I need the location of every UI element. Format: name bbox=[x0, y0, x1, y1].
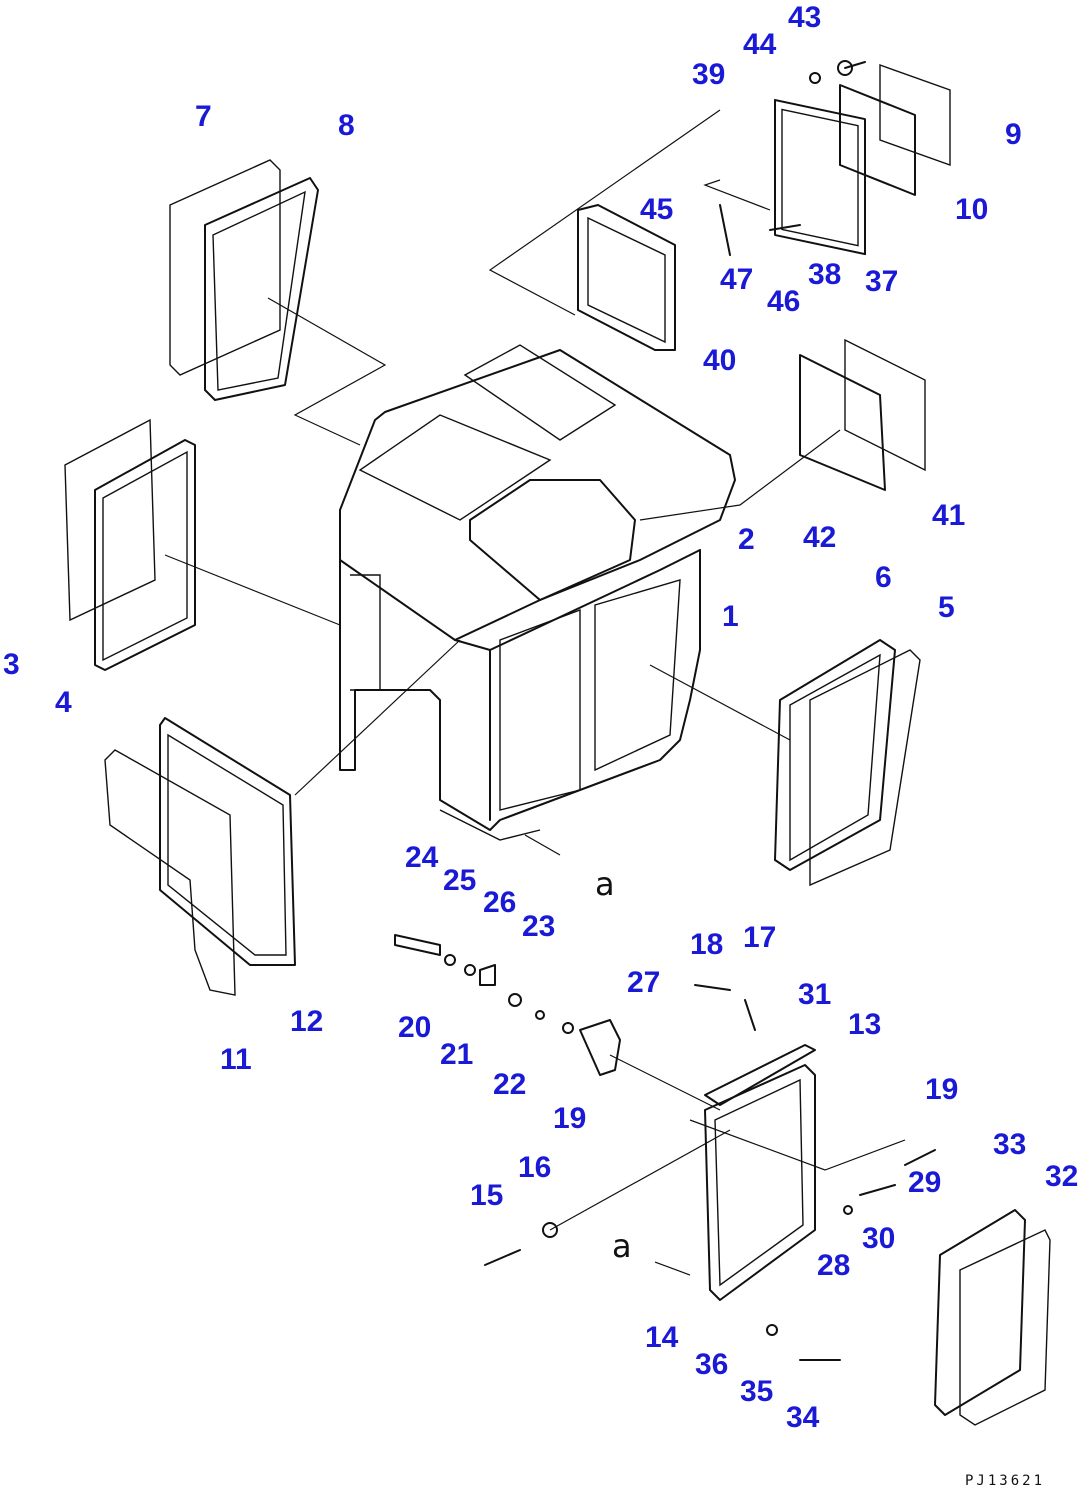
callout-28: 28 bbox=[817, 1249, 851, 1282]
callout-38: 38 bbox=[808, 258, 842, 291]
window-11-12 bbox=[104, 717, 296, 996]
callout-23: 23 bbox=[522, 910, 556, 943]
callout-8: 8 bbox=[338, 109, 355, 142]
callout-43: 43 bbox=[788, 1, 822, 34]
callout-16: 16 bbox=[518, 1151, 552, 1184]
hardware bbox=[394, 204, 936, 1361]
callout-10: 10 bbox=[955, 193, 989, 226]
callout-34: 34 bbox=[786, 1401, 820, 1434]
callout-29: 29 bbox=[908, 1166, 942, 1199]
callout-1: 1 bbox=[722, 600, 739, 633]
callout-12: 12 bbox=[290, 1005, 324, 1038]
callout-42: 42 bbox=[803, 521, 837, 554]
callout-4: 4 bbox=[55, 686, 72, 719]
callout-47: 47 bbox=[720, 263, 754, 296]
callout-31: 31 bbox=[798, 978, 832, 1011]
callout-33: 33 bbox=[993, 1128, 1027, 1161]
window-41-42 bbox=[799, 338, 926, 491]
callout-39: 39 bbox=[692, 58, 726, 91]
callout-11: 11 bbox=[220, 1043, 252, 1076]
callout-17: 17 bbox=[743, 921, 777, 954]
callout-26: 26 bbox=[483, 886, 517, 919]
callout-19a: 19 bbox=[553, 1102, 587, 1135]
upper-window-assembly bbox=[774, 60, 951, 256]
callout-20: 20 bbox=[398, 1011, 432, 1044]
window-5-6 bbox=[774, 639, 921, 887]
callout-37: 37 bbox=[865, 265, 899, 298]
callout-32: 32 bbox=[1045, 1160, 1079, 1193]
window-32-33 bbox=[934, 1209, 1051, 1426]
callout-18: 18 bbox=[690, 928, 724, 961]
door-assembly bbox=[704, 1044, 816, 1301]
view-marker-a-bottom: a bbox=[612, 1227, 632, 1265]
callout-41: 41 bbox=[932, 499, 966, 532]
drawing-id: PJ13621 bbox=[965, 1473, 1046, 1489]
callout-27: 27 bbox=[627, 966, 661, 999]
callout-13: 13 bbox=[848, 1008, 882, 1041]
callout-7: 7 bbox=[195, 100, 212, 133]
callout-3: 3 bbox=[3, 648, 20, 681]
callout-24: 24 bbox=[405, 841, 439, 874]
view-marker-a-top: a bbox=[595, 865, 615, 903]
callout-44: 44 bbox=[743, 28, 777, 61]
window-40 bbox=[577, 204, 676, 351]
callout-15: 15 bbox=[470, 1179, 504, 1212]
callout-22: 22 bbox=[493, 1068, 527, 1101]
callout-21: 21 bbox=[440, 1038, 474, 1071]
callout-36: 36 bbox=[695, 1348, 729, 1381]
callout-46: 46 bbox=[767, 285, 801, 318]
callout-35: 35 bbox=[740, 1375, 774, 1408]
callout-2: 2 bbox=[738, 523, 755, 556]
callout-6: 6 bbox=[875, 561, 892, 594]
leader-lines bbox=[164, 109, 906, 1276]
window-7-8 bbox=[169, 159, 319, 401]
callout-25: 25 bbox=[443, 864, 477, 897]
callout-19b: 19 bbox=[925, 1073, 959, 1106]
cab-body bbox=[339, 344, 736, 841]
callout-5: 5 bbox=[938, 591, 955, 624]
callout-30: 30 bbox=[862, 1222, 896, 1255]
callout-9: 9 bbox=[1005, 118, 1022, 151]
window-3-4 bbox=[64, 418, 196, 671]
callout-45: 45 bbox=[640, 193, 674, 226]
callout-40: 40 bbox=[703, 344, 737, 377]
callout-14: 14 bbox=[645, 1321, 679, 1354]
